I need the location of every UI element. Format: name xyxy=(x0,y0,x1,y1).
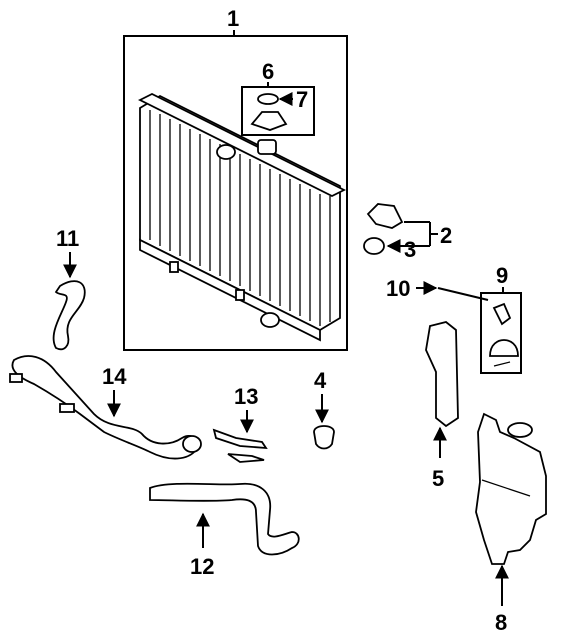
drain-cock xyxy=(492,302,512,326)
drain-rod-group: 10 xyxy=(386,276,489,301)
upper-radiator-hose xyxy=(52,280,86,351)
water-pipe-group: 14 xyxy=(9,355,202,460)
callout-12: 12 xyxy=(190,554,214,579)
radiator xyxy=(137,92,347,342)
pipe-fitting-lower xyxy=(59,403,75,413)
lower-bracket xyxy=(235,289,245,301)
callout-9: 9 xyxy=(496,263,508,288)
reservoir-cap xyxy=(489,339,519,357)
clamp-group: 13 xyxy=(212,384,268,463)
pipe-fitting-left xyxy=(9,373,23,383)
reservoir-seam xyxy=(481,479,531,497)
clamp-bolt xyxy=(227,453,265,463)
pipe-clamp xyxy=(182,435,202,453)
drain-rod xyxy=(437,287,489,301)
radiator-group: 1 xyxy=(123,6,348,351)
grommet-group: 4 xyxy=(313,368,335,450)
callout-2: 2 xyxy=(440,223,452,248)
callout-3: 3 xyxy=(404,237,416,262)
lower-radiator-hose xyxy=(149,482,300,556)
cap-kit-box xyxy=(241,86,315,136)
callout-13: 13 xyxy=(234,384,258,409)
radiator-top-tank xyxy=(137,92,347,198)
upper-hose-inlet xyxy=(216,144,236,160)
radiator-cap xyxy=(250,111,288,131)
reservoir-cap-group: 9 xyxy=(480,263,522,374)
lower-hose-group: 12 xyxy=(149,482,300,579)
callout-6: 6 xyxy=(262,59,274,84)
callout-14: 14 xyxy=(102,364,127,389)
callout-1: 1 xyxy=(227,6,239,31)
drain-plug xyxy=(169,261,179,273)
cap-kit-box-9 xyxy=(480,292,522,374)
radiator-filler-neck xyxy=(257,139,277,155)
cap-detail xyxy=(493,361,511,367)
callout-4: 4 xyxy=(314,368,327,393)
lower-hose-outlet xyxy=(260,312,280,328)
callout-7: 7 xyxy=(296,87,308,112)
callout-11: 11 xyxy=(56,226,79,251)
cap-seal-ring xyxy=(257,93,279,105)
reservoir-group: 8 xyxy=(475,412,547,635)
upper-hose-group: 11 xyxy=(52,226,86,351)
callout-5: 5 xyxy=(432,466,444,491)
mount-grommet xyxy=(313,425,335,450)
radiator-fins xyxy=(149,110,331,326)
bracket-group: 2 3 xyxy=(363,203,452,262)
air-guide-group: 5 xyxy=(425,321,459,491)
hose-clamp xyxy=(212,428,268,450)
callout-8: 8 xyxy=(495,610,507,635)
callout-10: 10 xyxy=(386,276,410,301)
radiator-box xyxy=(123,35,348,351)
reservoir-filler-cap xyxy=(507,422,533,438)
air-guide xyxy=(425,321,459,428)
mount-cushion xyxy=(363,237,385,255)
upper-mount-bracket xyxy=(366,203,404,229)
